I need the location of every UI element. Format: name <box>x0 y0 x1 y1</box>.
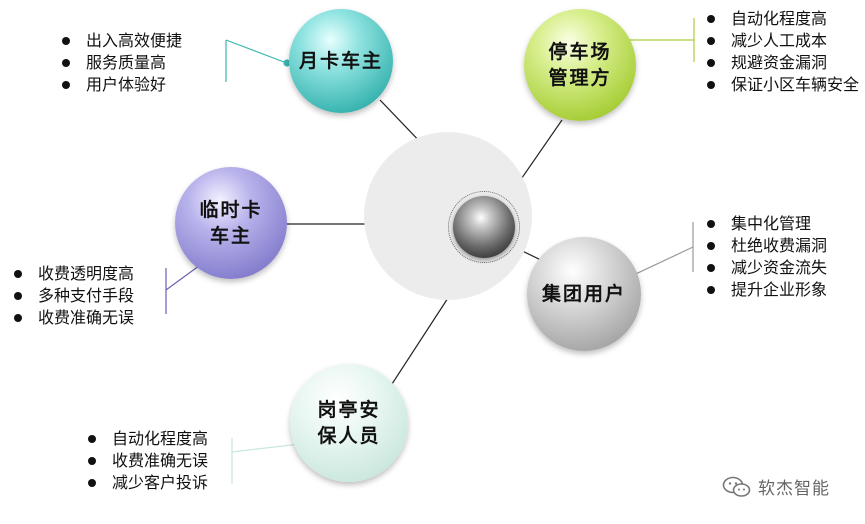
node-label: 车主 <box>209 225 252 247</box>
bullet-item: 自动化程度高 <box>84 428 208 450</box>
node-gangting: 岗亭安 保人员 <box>290 364 408 482</box>
callout-gangting <box>231 438 301 484</box>
bullet-item: 杜绝收费漏洞 <box>703 235 827 257</box>
node-label: 临时卡 <box>199 199 263 221</box>
wechat-icon <box>722 476 751 497</box>
bullet-item: 规避资金漏洞 <box>703 52 863 74</box>
watermark: 软杰智能 <box>722 474 830 499</box>
bullet-item: 减少资金流失 <box>703 257 827 279</box>
bullet-item: 集中化管理 <box>703 213 827 235</box>
bullet-item: 出入高效便捷 <box>58 30 182 52</box>
node-tingche: 停车场 管理方 <box>524 9 636 121</box>
bullets-jituan: 集中化管理 杜绝收费漏洞 减少资金流失 提升企业形象 <box>703 213 827 301</box>
bullets-yueka: 出入高效便捷 服务质量高 用户体验好 <box>58 30 182 96</box>
bullets-linshi: 收费透明度高 多种支付手段 收费准确无误 <box>10 263 134 329</box>
hub-sphere-icon <box>453 196 515 258</box>
center-ring <box>448 191 520 263</box>
node-jituan: 集团用户 <box>527 237 641 351</box>
bullet-item: 减少客户投诉 <box>84 472 208 494</box>
node-label: 岗亭安 <box>317 399 381 421</box>
node-label: 集团用户 <box>541 283 626 305</box>
bullets-tingche: 自动化程度高 减少人工成本 规避资金漏洞 保证小区车辆安全 <box>703 8 863 96</box>
bullet-item: 收费透明度高 <box>10 263 134 285</box>
node-label: 管理方 <box>548 67 612 89</box>
bullet-item: 自动化程度高 <box>703 8 863 30</box>
bullet-item: 用户体验好 <box>58 74 182 96</box>
node-yueka: 月卡车主 <box>289 9 393 113</box>
bullet-item: 服务质量高 <box>58 52 182 74</box>
node-label: 保人员 <box>317 425 381 447</box>
bullet-item: 提升企业形象 <box>703 279 827 301</box>
bullet-item: 收费准确无误 <box>10 307 134 329</box>
bullet-item: 多种支付手段 <box>10 285 134 307</box>
bullets-gangting: 自动化程度高 收费准确无误 减少客户投诉 <box>84 428 208 494</box>
node-linshi: 临时卡 车主 <box>175 167 287 279</box>
node-label: 月卡车主 <box>298 50 383 72</box>
bullet-item: 收费准确无误 <box>84 450 208 472</box>
node-label: 停车场 <box>548 41 612 63</box>
bullet-item: 减少人工成本 <box>703 30 863 52</box>
callout-yueka <box>225 39 291 82</box>
watermark-text: 软杰智能 <box>758 479 830 499</box>
bullet-item: 保证小区车辆安全 <box>703 74 863 96</box>
